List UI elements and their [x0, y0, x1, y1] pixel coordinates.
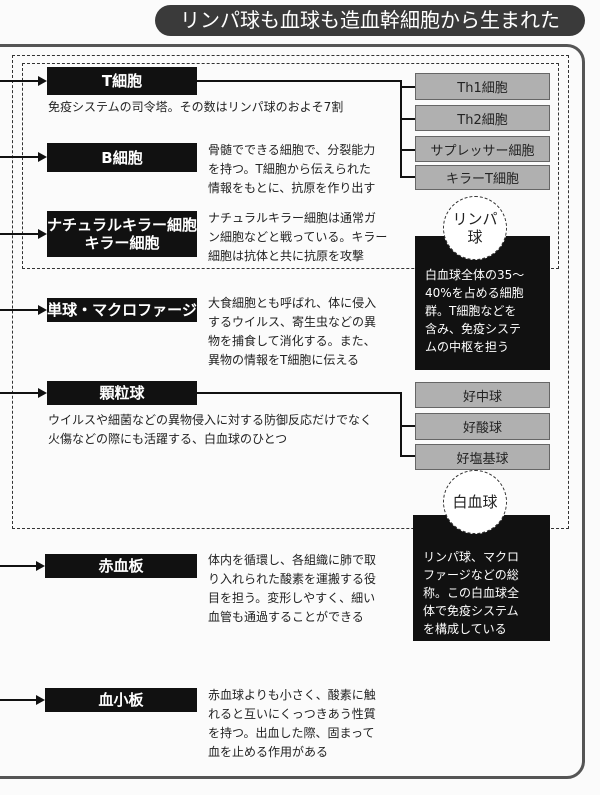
connector: [400, 176, 415, 178]
arrow-t-cell: [0, 76, 47, 86]
leukocyte-label: 白血球: [443, 470, 507, 534]
arrow-b-cell: [0, 152, 47, 162]
subtype-eosinophil: 好酸球: [415, 413, 550, 440]
subtype-suppressor: サプレッサー細胞: [415, 136, 550, 162]
nk-cell-desc: ナチュラルキラー細胞は通常ガ ン細胞などと戦っている。キラー 細胞は抗体と共に抗…: [208, 211, 388, 263]
connector: [197, 80, 402, 82]
monocyte-desc: 大食細胞とも呼ばれ、体に侵入 するウイルス、寄生虫などの異 物を捕食して消化する…: [208, 296, 377, 367]
b-cell-desc: 骨髄でできる細胞で、分裂能力 を持つ。T細胞から伝えられた 情報をもとに、抗原を…: [208, 143, 376, 195]
subtype-neutrophil: 好中球: [415, 382, 550, 408]
lymphocyte-group-border: [22, 63, 559, 269]
connector: [400, 118, 415, 120]
outer-frame: [0, 44, 585, 779]
subtype-th1: Th1細胞: [415, 73, 550, 100]
granulocyte-desc: ウイルスや細菌などの異物侵入に対する防御反応だけでなく 火傷などの際にも活躍する…: [48, 413, 373, 446]
arrow-nk-cell: [0, 229, 47, 239]
subtype-killer-t: キラーT細胞: [415, 165, 550, 190]
nk-cell-box: ナチュラルキラー細胞 キラー細胞: [47, 211, 197, 257]
diagram-title: リンパ球も血球も造血幹細胞から生まれた: [155, 5, 585, 36]
connector: [197, 392, 402, 394]
connector: [400, 455, 415, 457]
platelet-box: 血小板: [45, 688, 197, 712]
arrow-platelet: [0, 695, 45, 705]
leukocyte-group-border: [12, 55, 569, 529]
connector: [400, 425, 415, 427]
monocyte-box: 単球・マクロファージ: [47, 298, 197, 322]
red-cell-desc: 体内を循環し、各組織に肺で取 り入れられた酸素を運搬する役 目を担う。変形しやす…: [208, 553, 377, 624]
platelet-desc: 赤血球よりも小さく、酸素に触 れると互いにくっつきあう性質 を持つ。出血した際、…: [208, 688, 376, 759]
connector: [400, 392, 402, 457]
connector: [400, 86, 415, 88]
connector: [400, 80, 402, 177]
arrow-monocyte: [0, 305, 47, 315]
arrow-red-cell: [0, 561, 45, 571]
subtype-basophil: 好塩基球: [415, 444, 550, 470]
connector: [400, 149, 415, 151]
t-cell-box: T細胞: [47, 67, 197, 95]
leukocyte-panel: リンパ球、マクロ ファージなどの総 称。この白血球全 体で免疫システム を構成し…: [413, 515, 550, 641]
red-cell-box: 赤血板: [45, 554, 197, 578]
b-cell-box: B細胞: [47, 143, 197, 172]
t-cell-desc: 免疫システムの司令塔。その数はリンパ球のおよそ7割: [48, 100, 344, 114]
lymphocyte-panel: 白血球全体の35～ 40%を占める細胞 群。T細胞などを 含み、免疫システ ムの…: [415, 236, 550, 370]
lymphocyte-label: リンパ 球: [443, 196, 507, 260]
subtype-th2: Th2細胞: [415, 105, 550, 131]
arrow-granulocyte: [0, 388, 47, 398]
granulocyte-box: 顆粒球: [47, 381, 197, 405]
